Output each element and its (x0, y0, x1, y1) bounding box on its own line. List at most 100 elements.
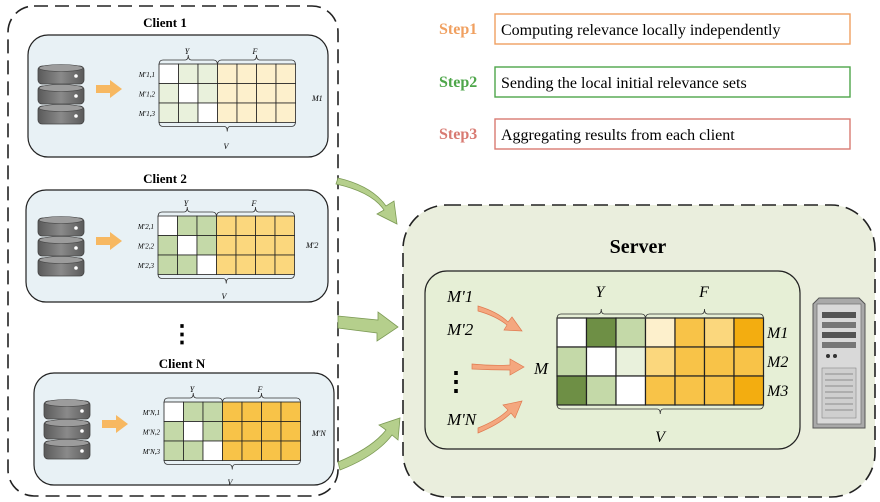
label-f: F (251, 199, 257, 208)
matrix-cell (556, 317, 588, 348)
row-label-m2: M2 (766, 354, 788, 371)
label-f: F (698, 284, 709, 301)
matrix-cell (202, 401, 223, 422)
local-matrix-label: M'N (311, 429, 326, 438)
matrix-cell (163, 421, 184, 442)
label-v: V (228, 478, 234, 487)
matrix-cell (178, 83, 199, 104)
matrix-cell (235, 235, 256, 256)
matrix-cell (177, 235, 198, 256)
matrix-cell (644, 346, 676, 377)
step-text: Aggregating results from each client (501, 127, 735, 144)
label-y: Y (185, 47, 191, 56)
label-y: Y (184, 199, 190, 208)
matrix-cell (241, 421, 262, 442)
matrix-cell (556, 346, 588, 377)
row-label-m3: M3 (766, 383, 788, 400)
matrix-cell (222, 401, 243, 422)
matrix-cell (197, 83, 218, 104)
matrix-cell (157, 235, 178, 256)
label-v: V (224, 142, 230, 151)
matrix-cell (178, 102, 199, 123)
step-text: Computing relevance locally independentl… (501, 22, 780, 39)
matrix-cell (674, 317, 706, 348)
matrix-cell (241, 401, 262, 422)
upload-arrow-1 (335, 177, 398, 225)
label-v: V (222, 292, 228, 301)
aggregation-arrows (471, 305, 525, 434)
server: Server M'1 M'2 ⋮ M'N M Y F V M1 M2 M3 (402, 204, 876, 498)
aggregate-label: M (533, 359, 549, 378)
matrix-cell (644, 375, 676, 406)
matrix-cell (275, 102, 296, 123)
matrix-cell (196, 215, 217, 236)
agg-arrow-top (477, 305, 523, 332)
matrix-cell (178, 63, 199, 84)
matrix-cell (733, 346, 765, 377)
matrix-cell (733, 375, 765, 406)
matrix-cell (236, 83, 257, 104)
local-matrix-label: M'2 (305, 241, 318, 250)
matrix-cell (196, 254, 217, 275)
matrix-cell (158, 102, 179, 123)
matrix-cell (644, 317, 676, 348)
row-label-m1: M1 (766, 325, 788, 342)
database-icon (37, 216, 85, 277)
matrix-cell (275, 63, 296, 84)
ellipsis: ⋮ (170, 322, 194, 348)
matrix-cell (177, 254, 198, 275)
input-dots: ⋮ (443, 367, 469, 396)
matrix-cell (202, 421, 223, 442)
matrix-cell (163, 401, 184, 422)
matrix-cell (703, 375, 735, 406)
matrix-cell (236, 63, 257, 84)
matrix-cell (275, 83, 296, 104)
global-matrix (556, 308, 765, 415)
matrix-cell (556, 375, 588, 406)
matrix-cell (256, 63, 277, 84)
relevance-matrix (163, 392, 301, 470)
matrix-cell (197, 102, 218, 123)
matrix-cell (615, 375, 647, 406)
matrix-cell (183, 440, 204, 461)
matrix-cell (157, 254, 178, 275)
right-arrow-icon (96, 80, 122, 98)
matrix-cell (261, 421, 282, 442)
matrix-cell (255, 235, 276, 256)
row-labels: M'N,1M'N,2M'N,3 (142, 409, 161, 456)
client-title: Client N (159, 356, 206, 371)
matrix-cell (241, 440, 262, 461)
matrix-cell (217, 63, 238, 84)
row-label: M'N,2 (142, 428, 161, 436)
matrix-cell (585, 346, 617, 377)
upload-arrow-2 (337, 311, 399, 342)
matrix-cell (222, 421, 243, 442)
matrix-cell (157, 215, 178, 236)
matrix-cell (280, 440, 301, 461)
matrix-cell (158, 63, 179, 84)
matrix-cell (703, 317, 735, 348)
row-label: M'1,3 (138, 110, 156, 118)
matrix-cell (177, 215, 198, 236)
server-computer-icon (812, 297, 866, 429)
label-f: F (252, 47, 258, 56)
matrix-cell (216, 235, 237, 256)
matrix-cell (255, 254, 276, 275)
label-y: Y (596, 284, 607, 301)
matrix-cell (222, 440, 243, 461)
right-arrow-icon (96, 232, 122, 250)
matrix-cell (674, 346, 706, 377)
matrix-cell (216, 254, 237, 275)
step-1: Step1 Computing relevance locally indepe… (439, 13, 851, 45)
row-label: M'N,1 (142, 409, 160, 417)
row-labels: M'1,1M'1,2M'1,3 (138, 71, 156, 118)
matrix-cell (196, 235, 217, 256)
client-title: Client 1 (143, 15, 187, 30)
matrix-cell (197, 63, 218, 84)
local-matrix-label: M1 (311, 94, 323, 103)
server-title: Server (610, 236, 667, 258)
step-legend: Step1 Computing relevance locally indepe… (439, 13, 851, 150)
matrix-cell (585, 317, 617, 348)
matrix-cell (255, 215, 276, 236)
